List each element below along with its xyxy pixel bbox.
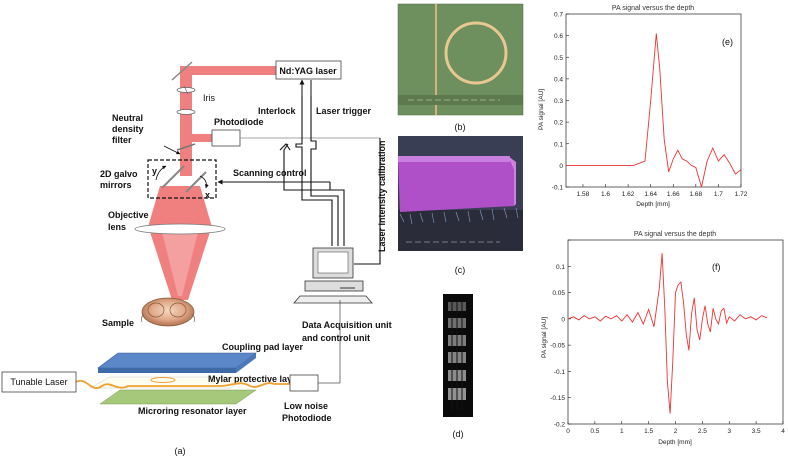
axis-y-label: y xyxy=(152,166,157,176)
chart-e: PA signal versus the depth 1.58 1.6 1.62 1.… xyxy=(538,5,748,208)
objective-lens-label: Objective lens xyxy=(108,210,151,232)
chart-e-ytick-label: -0.1 xyxy=(552,185,564,192)
chart-f-series-line xyxy=(567,253,768,414)
daq-label: Data Acquisition unit and control unit xyxy=(302,320,394,343)
chart-e-ytick-label: 0.3 xyxy=(554,98,563,105)
microring-layer-label: Microring resonator layer xyxy=(138,406,247,416)
chart-f-xtick-label: 0 xyxy=(566,428,570,435)
chart-f: PA signal versus the depth 0 0.5 1 1.5 2 2.5 3… xyxy=(541,231,785,446)
chart-f-xtick-label: 1.5 xyxy=(644,428,653,435)
nd-filter xyxy=(176,143,196,151)
sem-image-b xyxy=(397,3,524,116)
coupling-pad-label: Coupling pad layer xyxy=(222,342,304,352)
chart-f-xtick-label: 0.5 xyxy=(590,428,599,435)
focused-beam-inner xyxy=(162,232,198,296)
chart-f-xlabel: Depth [mm] xyxy=(658,439,692,446)
low-noise-photodiode-label: Low noise Photodiode xyxy=(282,401,332,423)
chart-f-xtick-label: 2.5 xyxy=(698,428,707,435)
chart-e-xtick-label: 1.68 xyxy=(690,191,703,198)
chart-e-series-line xyxy=(566,33,742,188)
laser-trigger-label: Laser trigger xyxy=(316,106,372,116)
chart-e-ytick-label: 0.4 xyxy=(554,76,563,83)
chart-e-xtick-label: 1.72 xyxy=(735,191,748,198)
microscopy-image-d xyxy=(443,294,473,417)
iris-label: Iris xyxy=(203,93,215,103)
chart-e-xtick-label: 1.62 xyxy=(622,191,635,198)
chart-e-ytick-label: 0 xyxy=(559,163,563,170)
chart-e-ytick-label: 0.1 xyxy=(554,141,563,148)
tunable-laser-box xyxy=(1,371,77,393)
chart-e-ytick-label: 0.7 xyxy=(554,12,563,19)
nd-yag-laser-box xyxy=(275,60,342,80)
optical-fiber xyxy=(75,379,290,389)
panel-f-label: (f) xyxy=(712,262,721,272)
chart-f-ytick-label: 0.1 xyxy=(556,264,565,271)
chart-f-ytick-label: -0.1 xyxy=(554,369,566,376)
panel-d-label: (d) xyxy=(453,429,464,439)
laser-beam-horizontal xyxy=(190,66,278,75)
sem-image-c xyxy=(398,136,523,251)
photodiode-box xyxy=(211,129,241,147)
chart-e-ylabel: PA signal [AU] xyxy=(538,89,545,130)
chart-e-xlabel: Depth [mm] xyxy=(636,201,670,208)
chart-f-ylabel: PA signal [AU] xyxy=(541,317,548,358)
galvo-mirror-y xyxy=(161,165,185,189)
chart-e-title: PA signal versus the depth xyxy=(612,5,694,12)
beam-to-photodiode xyxy=(190,134,212,142)
chart-e-xtick-label: 1.6 xyxy=(601,191,610,198)
photodiode-label: Photodiode xyxy=(214,117,264,127)
chart-e-xtick-label: 1.7 xyxy=(714,191,723,198)
fold-mirror xyxy=(171,61,193,81)
chart-e-xtick-label: 1.66 xyxy=(667,191,680,198)
panel-a-label: (a) xyxy=(175,446,186,456)
chart-e-ytick-label: 0.2 xyxy=(554,120,563,127)
expanded-beam xyxy=(148,186,212,227)
panel-b-label: (b) xyxy=(455,122,466,132)
chart-e-ytick-label: 0.6 xyxy=(554,33,563,40)
chart-f-xtick-label: 4 xyxy=(781,428,785,435)
chart-e-plot-area xyxy=(565,13,742,188)
coupling-pad xyxy=(97,352,257,369)
axis-x-label: x xyxy=(205,190,210,200)
chart-f-xtick-label: 2 xyxy=(674,428,678,435)
scanning-control-label: Scanning control xyxy=(233,168,307,178)
mylar-label: Mylar protective layer xyxy=(208,374,301,384)
chart-f-ytick-label: 0.05 xyxy=(552,290,565,297)
galvo-mirror-box xyxy=(147,159,217,199)
chart-f-ytick-label: 0 xyxy=(561,316,565,323)
panel-c-label: (c) xyxy=(455,265,466,275)
galvo-label: 2D galvo mirrors xyxy=(100,169,140,190)
objective-lens xyxy=(134,223,226,235)
control-cables xyxy=(279,96,381,265)
chart-f-ytick-label: -0.15 xyxy=(550,395,565,402)
chart-e-xtick-label: 1.64 xyxy=(644,191,657,198)
sample-label: Sample xyxy=(102,318,134,328)
tunable-laser-label: Tunable Laser xyxy=(10,377,67,387)
microring-layer xyxy=(99,389,257,405)
galvo-mirror-x xyxy=(185,171,207,193)
setup-schematic: Nd:YAG laser Iris Interlock Laser trigge… xyxy=(1,60,394,456)
chart-f-plot-area xyxy=(567,239,784,425)
sample-brain xyxy=(140,297,196,327)
chart-f-xtick-label: 3 xyxy=(727,428,731,435)
iris-lens-bottom xyxy=(176,109,196,115)
nd-yag-laser-label: Nd:YAG laser xyxy=(279,66,337,76)
chart-f-xtick-label: 3.5 xyxy=(752,428,761,435)
panel-e-label: (e) xyxy=(722,37,733,47)
chart-e-ytick-label: 0.5 xyxy=(554,55,563,62)
low-noise-photodiode-box xyxy=(289,374,319,392)
chart-f-title: PA signal versus the depth xyxy=(634,231,716,238)
computer-icon xyxy=(293,247,373,304)
chart-e-xtick-label: 1.58 xyxy=(577,191,590,198)
laser-intensity-calibration-label: Laser intensity calibration xyxy=(377,140,387,252)
nd-filter-label: Neutral density filter xyxy=(112,113,146,145)
chart-f-ytick-label: -0.2 xyxy=(554,422,566,429)
chart-f-xtick-label: 1 xyxy=(620,428,624,435)
chart-f-ytick-label: -0.05 xyxy=(550,343,565,350)
interlock-label: Interlock xyxy=(258,106,297,116)
